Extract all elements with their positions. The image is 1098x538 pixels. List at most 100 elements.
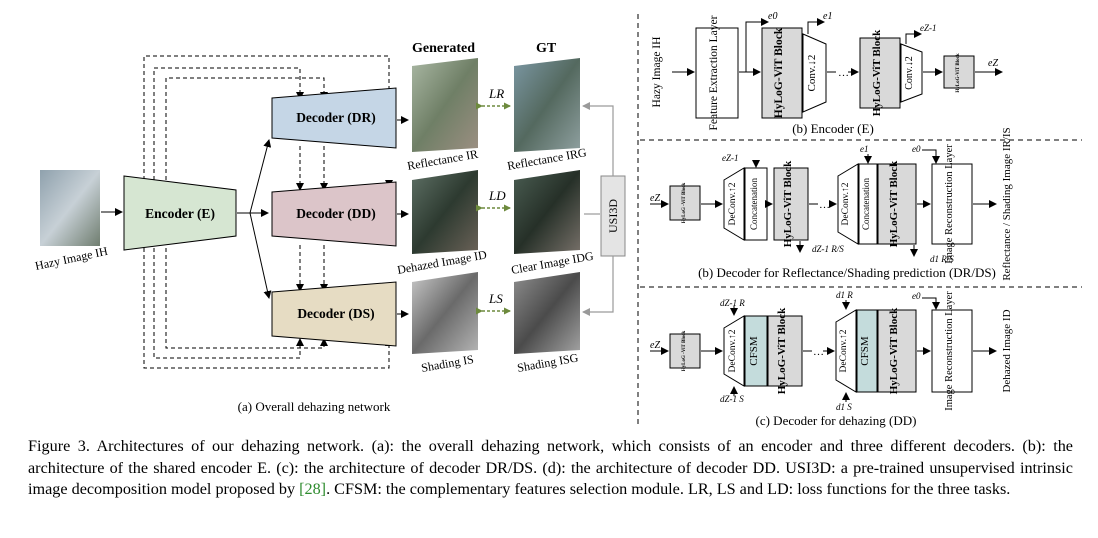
rs-recon-label: Image Reconstruction Layer bbox=[944, 144, 955, 264]
rs-output-label: Reflectance / Shading Image IR/IS bbox=[1001, 127, 1013, 280]
d-hylog-block-2 bbox=[877, 309, 917, 393]
d-input-label: eZ bbox=[650, 340, 660, 351]
rs-small-block bbox=[669, 185, 701, 221]
rs-concat-2 bbox=[858, 163, 878, 245]
rs-deconv-1 bbox=[723, 167, 745, 241]
rs-out-d1: d1 R/S bbox=[930, 254, 954, 264]
panel-b-subcaption: (b) Encoder (E) bbox=[792, 121, 874, 136]
decoder-r-block bbox=[271, 87, 397, 149]
d-ds-1: d1 S bbox=[836, 402, 852, 412]
d-dr-z1: dZ-1 R bbox=[720, 298, 745, 308]
rs-input-label: eZ bbox=[650, 193, 660, 204]
encoder-conv-1 bbox=[802, 33, 827, 113]
overall-network-panel: Generated GT bbox=[34, 41, 626, 414]
feature-extraction-layer bbox=[695, 27, 739, 119]
ez-label: eZ bbox=[988, 58, 998, 69]
d-output-label: Dehazed Image ID bbox=[1001, 309, 1013, 392]
panel-d-subcaption: (c) Decoder for dehazing (DD) bbox=[756, 413, 917, 428]
ellipsis-1: … bbox=[838, 67, 849, 79]
shading-label: Shading IS bbox=[420, 352, 475, 375]
d-small-block-label: HyLoG -ViT Block bbox=[682, 331, 687, 372]
rs-deconv-label-2: DeConv.↑2 bbox=[841, 182, 851, 225]
rs-skip-e1: e1 bbox=[860, 144, 869, 154]
d-ds-z1: dZ-1 S bbox=[720, 394, 744, 404]
d-hylog-block-1 bbox=[767, 315, 803, 387]
encoder-panel: Hazy Image IH Feature Extraction Layer e… bbox=[651, 11, 1003, 136]
decoder-rs-panel: eZ HyLoG -ViT Block DeConv.↑2 Concatenat… bbox=[650, 127, 1013, 281]
encoder-hylog-label-2: HyLoG-ViT Block bbox=[871, 29, 883, 116]
citation-link[interactable]: [28] bbox=[299, 480, 327, 498]
rs-out-dz1: dZ-1 R/S bbox=[812, 244, 844, 254]
conv-down-label-2: Conv.↓2 bbox=[904, 56, 915, 90]
encoder-small-block-label: HyLoG-ViT Block bbox=[956, 53, 961, 93]
rs-hylog-block-1 bbox=[773, 167, 809, 241]
encoder-conv-2 bbox=[900, 43, 923, 103]
encoder-hylog-label: HyLoG-ViT Block bbox=[773, 27, 785, 118]
d-dr-1: d1 R bbox=[836, 290, 853, 300]
feature-layer-label: Feature Extraction Layer bbox=[708, 15, 720, 130]
caption-text-a: Figure 3. Architectures of our dehazing … bbox=[28, 437, 1073, 498]
d-cfsm-label-2: CFSM bbox=[859, 336, 871, 366]
d-hylog-label-1: HyLoG-ViT Block bbox=[776, 307, 788, 394]
rs-hylog-label-1: HyLoG-ViT Block bbox=[782, 160, 794, 247]
d-cfsm-label-1: CFSM bbox=[748, 336, 760, 366]
ellipsis-3: … bbox=[813, 346, 824, 358]
ellipsis-2: … bbox=[819, 199, 830, 211]
encoder-block bbox=[123, 175, 237, 251]
hazy-image-label: Hazy Image IH bbox=[34, 244, 110, 273]
gt-shading-image bbox=[514, 272, 580, 354]
decoder-d-block bbox=[271, 181, 397, 247]
rs-deconv-label-1: DeConv.↑2 bbox=[728, 182, 738, 225]
encoder-hylog-block-2 bbox=[859, 37, 901, 109]
d-deconv-label-2: DeConv.↑2 bbox=[839, 329, 849, 372]
decoder-r-label: Decoder (DR) bbox=[296, 110, 376, 125]
e0-label: e0 bbox=[768, 11, 777, 22]
d-deconv-2 bbox=[835, 309, 857, 393]
d-recon-label: Image Reconstruction Layer bbox=[944, 291, 955, 411]
rs-recon-layer bbox=[931, 163, 973, 245]
d-recon-layer bbox=[931, 309, 973, 393]
gt-reflectance-image bbox=[514, 58, 580, 152]
loss-d-label: LD bbox=[488, 188, 506, 203]
generated-reflectance-image bbox=[412, 58, 478, 152]
d-deconv-label-1: DeConv.↑2 bbox=[728, 329, 738, 372]
rs-small-block-label: HyLoG -ViT Block bbox=[682, 183, 687, 224]
generated-header: Generated bbox=[412, 41, 475, 56]
usi3d-block bbox=[600, 175, 626, 257]
d-cfsm-2 bbox=[856, 309, 878, 393]
gt-header: GT bbox=[536, 41, 557, 56]
rs-hylog-block-2 bbox=[877, 163, 917, 245]
rs-deconv-2 bbox=[837, 163, 859, 245]
decoder-s-block bbox=[271, 281, 397, 347]
loss-r-label: LR bbox=[488, 86, 504, 101]
encoder-input-label: Hazy Image IH bbox=[651, 37, 663, 108]
conv-down-label: Conv.↓2 bbox=[806, 55, 818, 92]
encoder-label: Encoder (E) bbox=[145, 206, 215, 221]
ez1-label: eZ-1 bbox=[920, 23, 937, 33]
d-deconv-1 bbox=[723, 315, 745, 387]
encoder-hylog-block bbox=[761, 27, 803, 119]
generated-dehazed-image bbox=[412, 170, 478, 254]
caption-text-b: . CFSM: the complementary features selec… bbox=[326, 480, 1011, 498]
decoder-d-label: Decoder (DD) bbox=[296, 206, 376, 221]
encoder-small-block bbox=[943, 55, 975, 89]
rs-concat-label-1: Concatenation bbox=[749, 178, 759, 230]
shading-gt-label: Shading ISG bbox=[516, 350, 579, 375]
usi3d-label: USI3D bbox=[606, 199, 620, 233]
e1-label: e1 bbox=[823, 11, 832, 22]
panel-c-subcaption: (b) Decoder for Reflectance/Shading pred… bbox=[698, 265, 996, 280]
d-cfsm-1 bbox=[744, 315, 768, 387]
rs-skip-ez1: eZ-1 bbox=[722, 153, 739, 163]
d-hylog-label-2: HyLoG-ViT Block bbox=[888, 307, 900, 394]
hazy-input-image bbox=[40, 170, 100, 246]
d-e0-label: e0 bbox=[912, 291, 921, 301]
panel-a-subcaption: (a) Overall dehazing network bbox=[238, 399, 391, 414]
decoder-d-panel: eZ HyLoG -ViT Block DeConv.↑2 CFSM dZ-1 … bbox=[650, 290, 1013, 428]
rs-skip-e0: e0 bbox=[912, 144, 921, 154]
figure-caption: Figure 3. Architectures of our dehazing … bbox=[28, 436, 1073, 501]
loss-s-label: LS bbox=[488, 291, 503, 306]
decoder-s-label: Decoder (DS) bbox=[297, 306, 374, 321]
gt-clear-image bbox=[514, 170, 580, 254]
rs-concat-label-2: Concatenation bbox=[861, 178, 871, 230]
